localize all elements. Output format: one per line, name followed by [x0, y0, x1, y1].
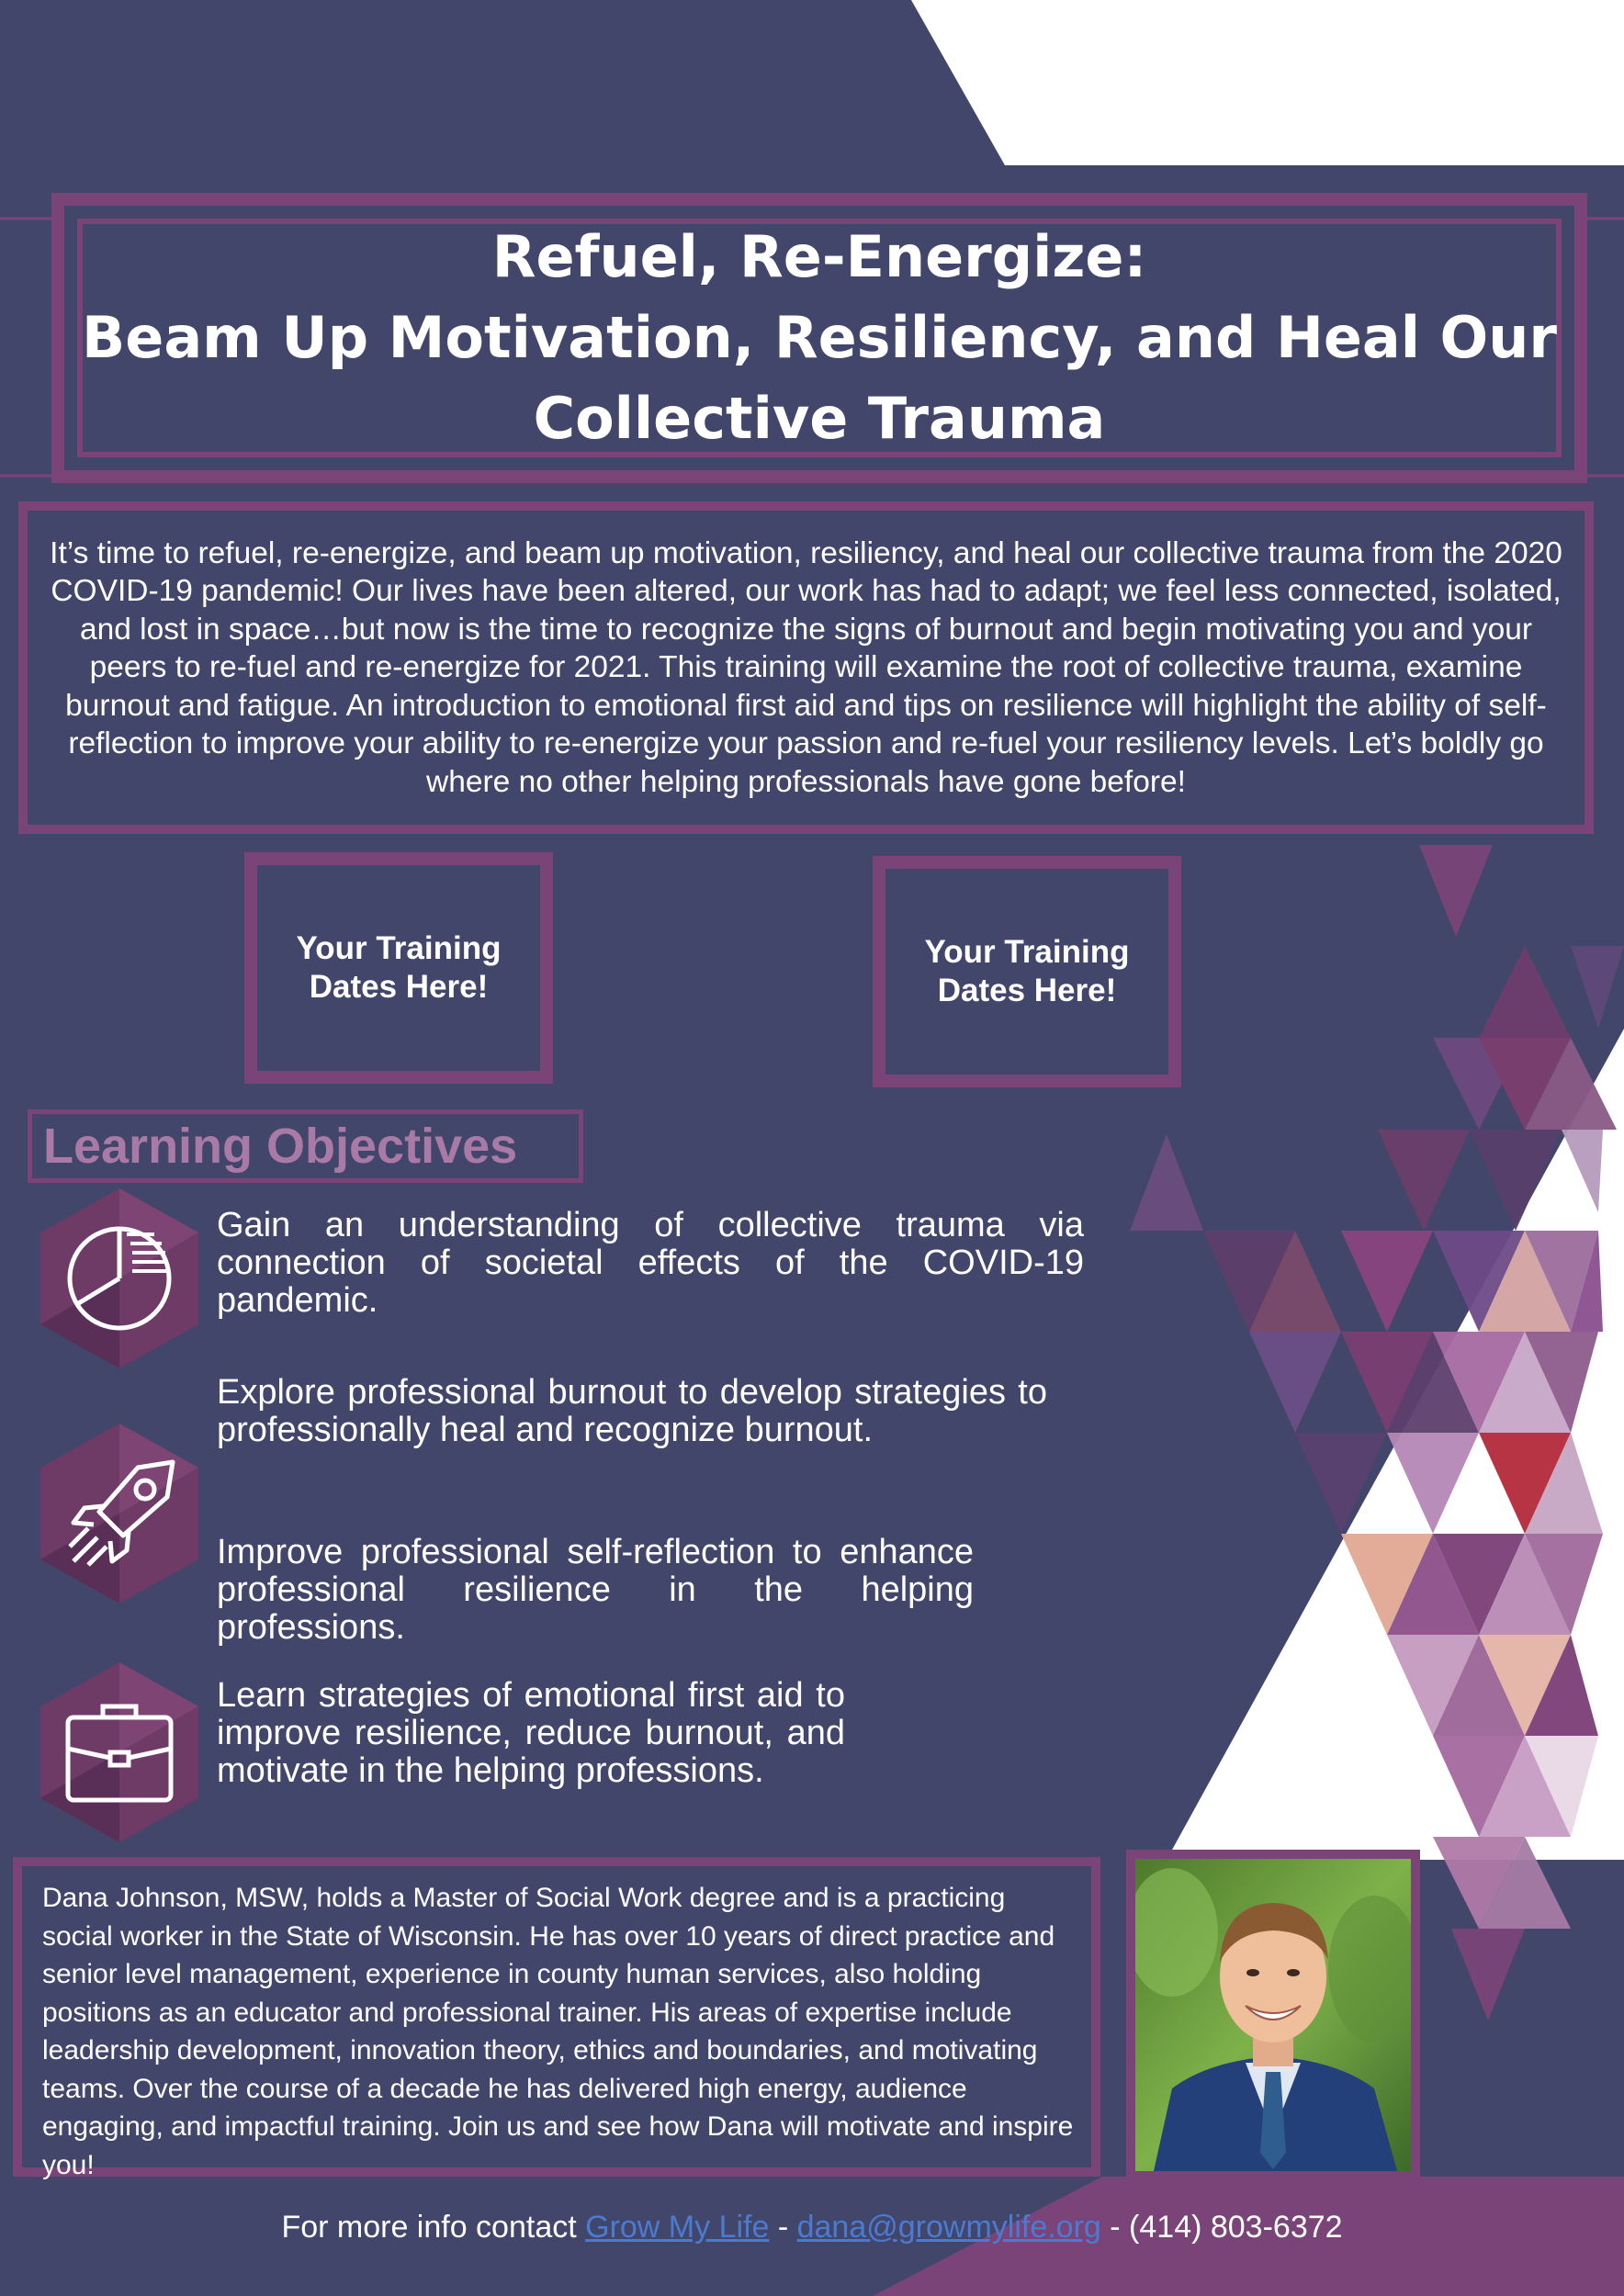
contact-separator-1: -	[769, 2210, 797, 2245]
intro-box: It’s time to refuel, re-energize, and be…	[18, 501, 1594, 834]
training-dates-box-1: Your Training Dates Here!	[244, 852, 553, 1084]
email-link[interactable]: dana@growmylife.org	[796, 2210, 1101, 2245]
bio-box: Dana Johnson, MSW, holds a Master of Soc…	[13, 1857, 1100, 2180]
title-inner-frame: Refuel, Re-Energize: Beam Up Motivation,…	[77, 219, 1562, 457]
presenter-photo-frame	[1126, 1850, 1420, 2180]
title-line-2: Beam Up Motivation, Resiliency, and Heal…	[82, 304, 1557, 371]
contact-line: For more info contact Grow My Life - dan…	[0, 2202, 1624, 2252]
presenter-photo	[1126, 1859, 1420, 2171]
title-line-1: Refuel, Re-Energize:	[491, 223, 1147, 290]
briefcase-icon	[40, 1662, 198, 1842]
title-frame: Refuel, Re-Energize: Beam Up Motivation,…	[51, 193, 1587, 483]
learning-objectives-heading: Learning Objectives	[28, 1109, 583, 1183]
training-dates-text-2: Your Training Dates Here!	[924, 934, 1130, 1008]
contact-prefix: For more info contact	[281, 2210, 586, 2245]
contact-phone: (414) 803-6372	[1129, 2210, 1343, 2245]
bio-text: Dana Johnson, MSW, holds a Master of Soc…	[42, 1883, 1074, 2180]
training-dates-text-1: Your Training Dates Here!	[296, 930, 502, 1005]
objective-item-4: Learn strategies of emotional first aid …	[217, 1676, 845, 1790]
objective-item-1: Gain an understanding of collective trau…	[217, 1206, 1084, 1320]
objective-item-3: Improve professional self-reflection to …	[217, 1533, 974, 1647]
training-dates-box-2: Your Training Dates Here!	[873, 856, 1181, 1087]
pie-chart-icon	[40, 1188, 198, 1368]
rocket-icon	[40, 1424, 198, 1604]
grow-my-life-link[interactable]: Grow My Life	[585, 2210, 770, 2245]
objective-item-2: Explore professional burnout to develop …	[217, 1373, 1047, 1449]
title-line-3: Collective Trauma	[533, 385, 1106, 452]
learning-objectives-title: Learning Objectives	[43, 1119, 518, 1174]
contact-separator-2: -	[1100, 2210, 1130, 2245]
intro-text: It’s time to refuel, re-energize, and be…	[50, 535, 1562, 799]
